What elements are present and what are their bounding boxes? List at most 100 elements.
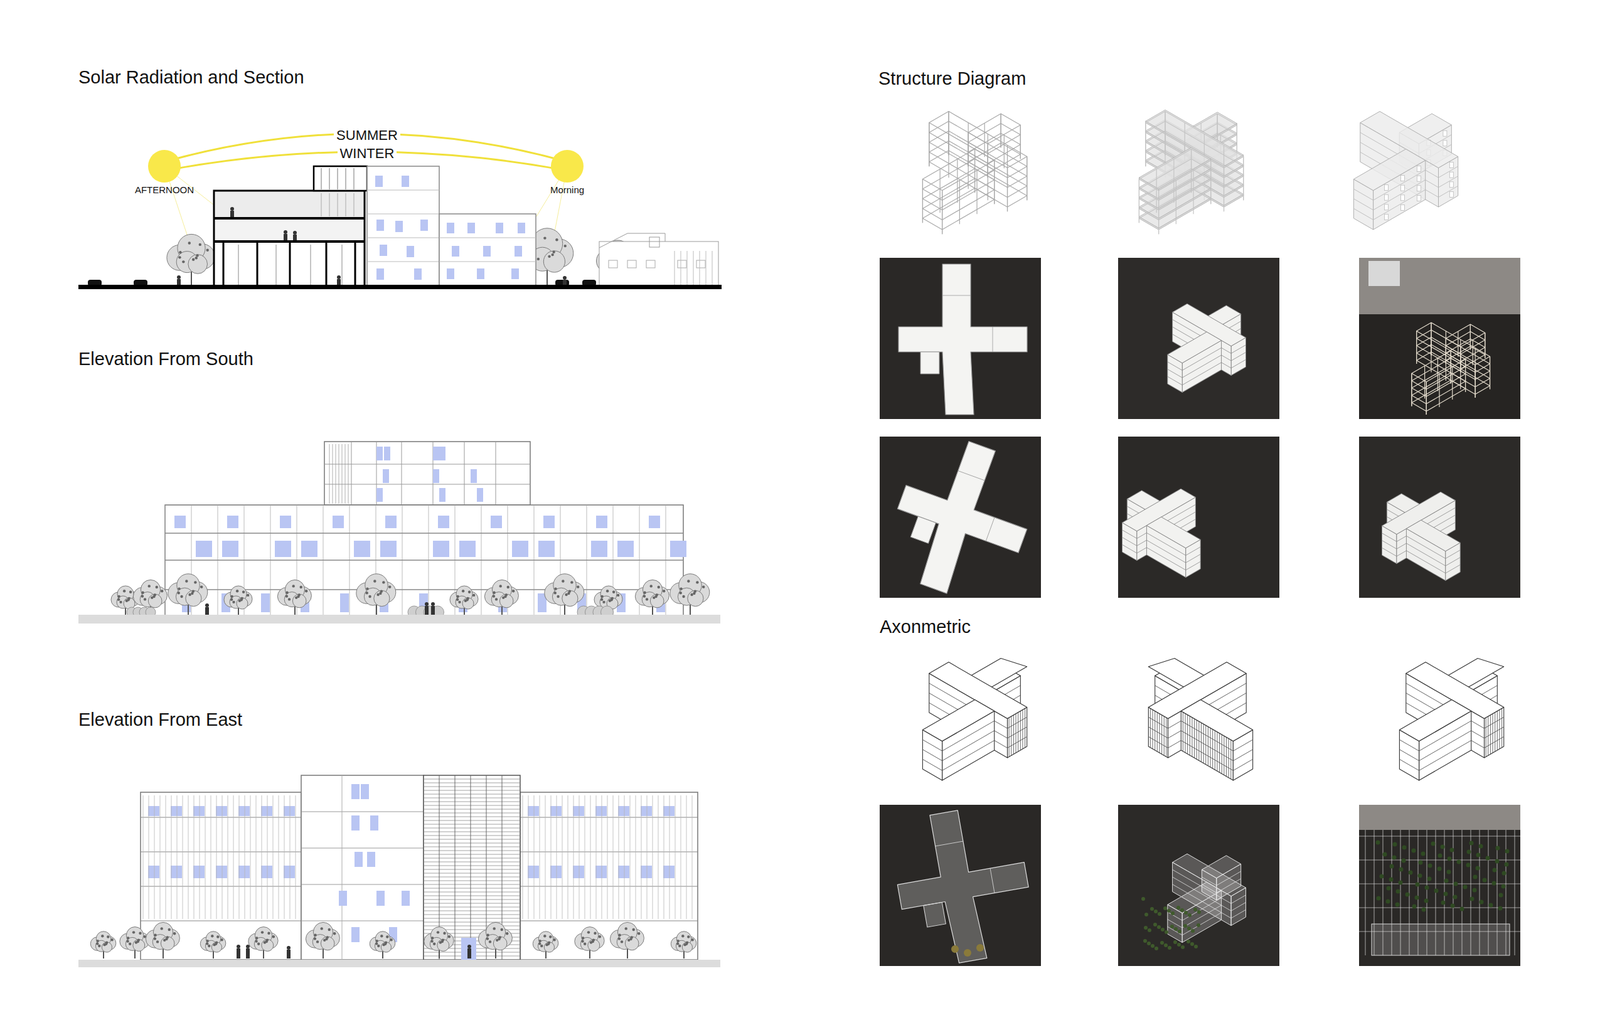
window [595, 865, 607, 879]
louvre [423, 816, 521, 818]
window [370, 815, 379, 831]
floor-line [1167, 897, 1222, 921]
opening [1443, 140, 1447, 147]
sun-morning [550, 149, 584, 183]
tree-texture [679, 591, 683, 595]
tree-canopy [373, 590, 390, 607]
annotation-label: AFTERNOON [134, 184, 194, 196]
drawing-line [323, 505, 324, 619]
person-head [176, 275, 181, 280]
window [420, 219, 428, 231]
model-foliage [1143, 939, 1147, 944]
fin [205, 795, 206, 920]
tree-texture [375, 942, 378, 945]
tree-canopy [682, 942, 693, 953]
drawing-line [367, 190, 440, 191]
window [148, 806, 160, 817]
column [1470, 324, 1471, 351]
model-foliage [1495, 859, 1500, 864]
fin [545, 795, 546, 920]
fin [596, 795, 597, 920]
drawing-line [301, 848, 424, 849]
drawing-line [351, 441, 352, 506]
fin [160, 795, 161, 920]
model-foliage [1504, 862, 1510, 868]
tree-texture [501, 596, 505, 600]
louvre [423, 899, 521, 901]
tree-texture [134, 941, 138, 944]
fin [692, 795, 693, 920]
tree-texture [333, 932, 336, 935]
column [1138, 179, 1140, 224]
fin [1223, 736, 1225, 775]
tree-canopy [543, 250, 565, 273]
louvre [423, 858, 521, 859]
model-foliage [1495, 846, 1501, 851]
floor-line [1180, 720, 1253, 752]
beam [929, 121, 1028, 178]
tree-texture [230, 595, 233, 598]
tree-texture [472, 594, 475, 597]
tree-texture [110, 938, 113, 942]
tree-canopy [320, 936, 335, 951]
tree-texture [188, 241, 191, 245]
neighbour-house [599, 241, 719, 286]
fin [1494, 712, 1496, 752]
fin [607, 795, 608, 920]
louvre [423, 922, 521, 923]
person-head [424, 602, 429, 607]
beam [1411, 380, 1466, 412]
tree-texture [101, 934, 104, 938]
model-foliage [1405, 892, 1410, 898]
louvre [423, 914, 521, 916]
tree-texture [178, 256, 181, 259]
tree-texture [382, 581, 385, 584]
column [1451, 367, 1453, 400]
label-slot: Structure Diagram [878, 68, 1026, 90]
window [640, 865, 652, 879]
tree-texture [488, 940, 492, 944]
fin [663, 795, 665, 920]
fin [1158, 714, 1160, 753]
tree-texture [299, 586, 303, 589]
tree-texture [96, 942, 99, 945]
beam [929, 150, 1028, 208]
fin [635, 795, 637, 920]
photo-ground [879, 257, 1041, 420]
tree-texture [242, 591, 245, 594]
structure-diagrams [922, 109, 1458, 235]
beam [1138, 178, 1211, 220]
east-elevation [78, 775, 721, 968]
prism-top [1167, 331, 1222, 364]
window [351, 784, 360, 800]
person-head [562, 276, 567, 280]
tree-texture [173, 932, 176, 935]
drawing-line [341, 775, 343, 960]
model-foliage [1478, 844, 1484, 849]
drawing-line [586, 505, 588, 619]
fin [222, 795, 223, 920]
tree-texture [285, 594, 288, 598]
window [401, 890, 410, 907]
beam [1138, 158, 1211, 201]
louvre [423, 854, 521, 856]
tree-texture [195, 254, 199, 257]
tree-texture [581, 939, 584, 943]
tree-texture [468, 591, 471, 594]
louvre [423, 794, 521, 795]
model-foliage [1492, 868, 1498, 873]
model-foliage [1382, 852, 1388, 858]
tree-texture [657, 586, 661, 589]
model-foliage [1421, 852, 1426, 857]
louvre [423, 832, 521, 833]
fin [1194, 719, 1195, 758]
fin [1221, 734, 1223, 774]
model-foliage [1190, 929, 1195, 934]
window [470, 469, 477, 484]
drawing-line [367, 237, 440, 239]
fin [1207, 727, 1209, 767]
tree-texture [177, 591, 181, 595]
window [380, 540, 397, 558]
fin [1150, 708, 1151, 748]
model-foliage [1469, 841, 1474, 846]
